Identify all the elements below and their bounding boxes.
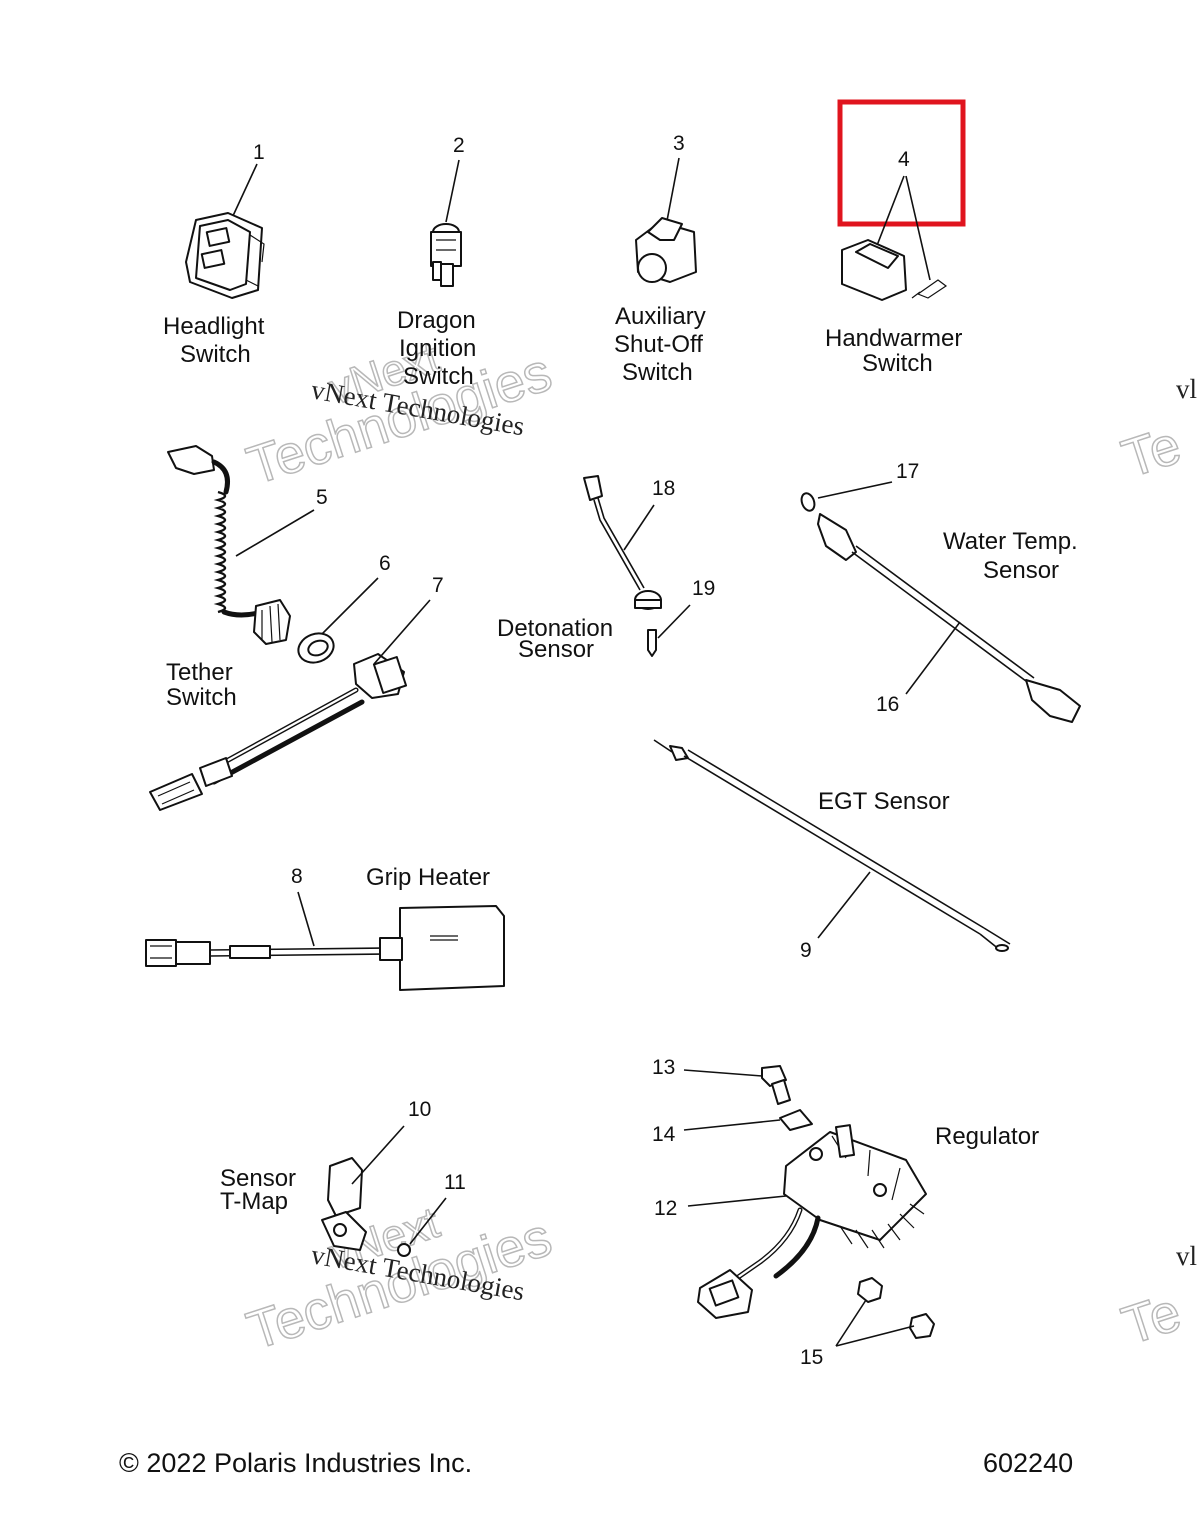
- callout-11: 11: [444, 1171, 466, 1194]
- copyright-text: © 2022 Polaris Industries Inc.: [119, 1448, 472, 1478]
- watermark-edge: vl Te vl Te: [1114, 374, 1197, 1357]
- callout-8: 8: [291, 865, 303, 888]
- egt-sensor-part[interactable]: 9 EGT Sensor: [653, 739, 1011, 962]
- footer: © 2022 Polaris Industries Inc. 602240: [119, 1448, 1073, 1478]
- label-switch: Switch: [166, 684, 237, 711]
- label-tether: Tether: [166, 659, 233, 686]
- water-temp-sensor-part[interactable]: 17 16 Water Temp. Sensor: [799, 460, 1081, 723]
- highlight-box: [837, 99, 966, 227]
- callout-19: 19: [692, 577, 715, 600]
- callout-13: 13: [652, 1056, 675, 1079]
- label-headlight: Headlight: [163, 313, 265, 340]
- dragon-ignition-switch-part[interactable]: 2 Dragon Ignition Switch: [397, 134, 476, 390]
- label-regulator: Regulator: [935, 1123, 1039, 1150]
- label-sensor: Sensor: [220, 1165, 296, 1192]
- callout-10: 10: [408, 1098, 431, 1121]
- label-switch: Switch: [180, 341, 251, 368]
- handwarmer-switch-part[interactable]: 4 Handwarmer Switch: [825, 99, 966, 377]
- callout-1: 1: [253, 141, 265, 164]
- headlight-switch-part[interactable]: 1 Headlight Switch: [163, 141, 265, 368]
- tether-switch-part[interactable]: 5 6 7 Tether Switch: [149, 445, 444, 811]
- grip-heater-part[interactable]: 8 Grip Heater: [145, 864, 505, 991]
- label-detonation: Detonation: [497, 615, 613, 642]
- callout-14: 14: [652, 1123, 676, 1146]
- label-egt-sensor: EGT Sensor: [818, 788, 950, 815]
- label-sensor: Sensor: [518, 636, 594, 663]
- callout-2: 2: [453, 134, 465, 157]
- callout-7: 7: [432, 574, 444, 597]
- label-switch: Switch: [622, 359, 693, 386]
- regulator-part[interactable]: 13 14 12 15 Regulator: [652, 1056, 1039, 1369]
- callout-6: 6: [379, 552, 391, 575]
- sensor-tmap-part[interactable]: 10 11 Sensor T-Map: [220, 1098, 466, 1257]
- callout-18: 18: [652, 477, 675, 500]
- callout-5: 5: [316, 486, 328, 509]
- callout-9: 9: [800, 939, 812, 962]
- drawing-number: 602240: [983, 1448, 1073, 1478]
- watermark-edge-fragment: vl: [1176, 1241, 1197, 1271]
- label-shut-off: Shut-Off: [614, 331, 703, 358]
- label-handwarmer: Handwarmer: [825, 325, 962, 352]
- label-sensor: Sensor: [983, 557, 1059, 584]
- label-dragon: Dragon: [397, 307, 476, 334]
- label-t-map: T-Map: [220, 1188, 288, 1215]
- watermark-edge-fragment: vl: [1176, 374, 1197, 404]
- label-switch: Switch: [403, 363, 474, 390]
- watermark-edge-fragment: Te: [1115, 1282, 1188, 1357]
- label-switch: Switch: [862, 350, 933, 377]
- callout-15: 15: [800, 1346, 823, 1369]
- watermark-edge-fragment: Te: [1115, 415, 1188, 490]
- callout-4: 4: [898, 148, 910, 171]
- label-ignition: Ignition: [399, 335, 476, 362]
- label-water-temp: Water Temp.: [943, 528, 1078, 555]
- callout-17: 17: [896, 460, 919, 483]
- auxiliary-shutoff-switch-part[interactable]: 3 Auxiliary Shut-Off Switch: [614, 132, 706, 386]
- callout-3: 3: [673, 132, 685, 155]
- label-grip-heater: Grip Heater: [366, 864, 490, 891]
- watermark-bottom: Technologies vNext vNext Technologies: [239, 1197, 559, 1362]
- callout-12: 12: [654, 1197, 677, 1220]
- callout-16: 16: [876, 693, 899, 716]
- detonation-sensor-part[interactable]: 18 19 Detonation Sensor: [497, 475, 715, 663]
- label-auxiliary: Auxiliary: [615, 303, 706, 330]
